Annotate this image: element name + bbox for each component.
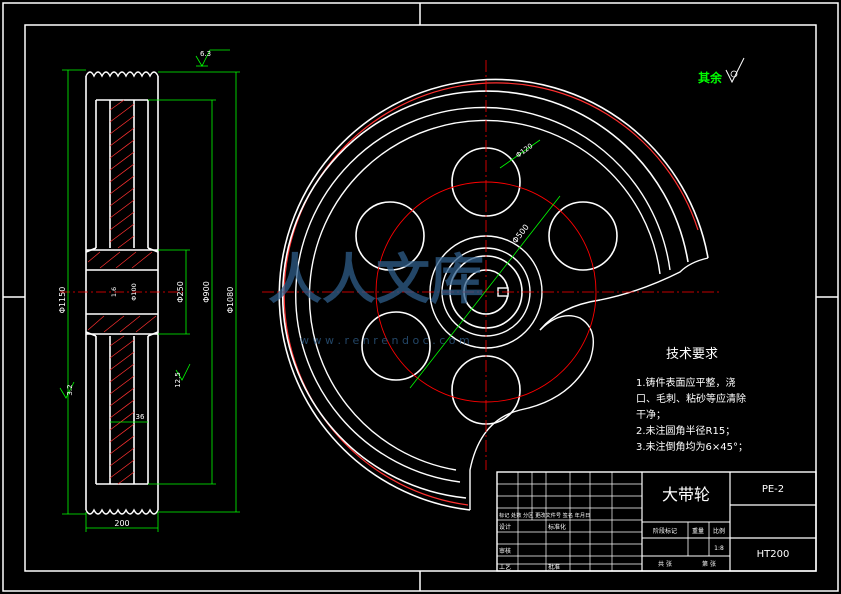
- tech-req-line-5: 3.未注倒角均为6×45°；: [636, 440, 748, 453]
- dim-od-1080: Φ1080: [226, 287, 235, 314]
- approve-label: 批准: [548, 563, 560, 571]
- dim-pcd-500: Φ500: [510, 223, 530, 246]
- sheets-total: 共 张: [658, 560, 672, 568]
- tech-req-title: 技术要求: [666, 347, 718, 362]
- surface-symbol: 6.3: [200, 50, 211, 58]
- process-label: 工艺: [499, 563, 511, 571]
- technical-requirements: 技术要求 1.铸件表面应平整，浇 口、毛刺、粘砂等应清除 干净； 2.未注圆角半…: [636, 347, 748, 453]
- dim-c-3-2: 3.2: [66, 384, 74, 395]
- watermark-brand: 人人文库: [268, 248, 484, 311]
- title-block: [496, 471, 817, 572]
- tech-req-line-3: 干净；: [636, 408, 666, 421]
- dim-d-100: Φ100: [130, 283, 138, 301]
- dim-d-900: Φ900: [202, 281, 211, 303]
- standard-label: 标准化: [548, 523, 566, 531]
- dim-d-250: Φ250: [176, 281, 185, 303]
- part-name: 大带轮: [662, 485, 710, 504]
- stage-mark: 阶段标记: [653, 527, 677, 535]
- other-label: 其余: [698, 70, 723, 85]
- front-dim-labels: Φ500 Φ120: [510, 142, 534, 245]
- dim-od-1150: Φ1150: [58, 287, 67, 314]
- section-dimensions: [59, 49, 240, 532]
- front-dimensions: [409, 139, 561, 389]
- front-view: [262, 60, 720, 511]
- dim-w-36: 36: [136, 413, 145, 421]
- tech-req-line-1: 1.铸件表面应平整，浇: [636, 376, 736, 389]
- drawing-number: PE-2: [762, 484, 784, 495]
- material: HT200: [757, 549, 790, 560]
- scale-value: 1:8: [714, 545, 724, 552]
- sheet-number: 第 张: [702, 560, 716, 568]
- revision-header: 标记 处数 分区 更改文件号 签名 年月日: [499, 511, 590, 519]
- watermark-url: w w w . r e n r e n d o c . c o m: [300, 334, 470, 347]
- reviewer-label: 审核: [499, 547, 511, 555]
- roughness-icon: [725, 57, 745, 84]
- dim-c-12-5: 12.5: [174, 372, 182, 388]
- weight-label: 重量: [692, 527, 704, 535]
- dim-c-1-6: 1.6: [110, 287, 118, 297]
- tech-req-line-4: 2.未注圆角半径R15；: [636, 424, 735, 437]
- section-dim-labels: Φ1150 Φ1080 Φ900 Φ250 Φ100 1.6 200 36 3.…: [58, 50, 235, 528]
- dim-hole-120: Φ120: [514, 142, 534, 160]
- title-block-text: 大带轮 PE-2 HT200 1:8 阶段标记 重量 比例 共 张 第 张 标记…: [499, 484, 789, 571]
- other-surface-note: 其余: [698, 57, 745, 85]
- tech-req-line-2: 口、毛刺、粘砂等应清除: [636, 392, 746, 405]
- designer-label: 设计: [499, 523, 511, 531]
- section-view: [60, 71, 184, 515]
- dim-w-200: 200: [114, 519, 129, 528]
- watermark: 人人文库 w w w . r e n r e n d o c . c o m: [268, 248, 484, 347]
- ratio-label: 比例: [713, 527, 725, 535]
